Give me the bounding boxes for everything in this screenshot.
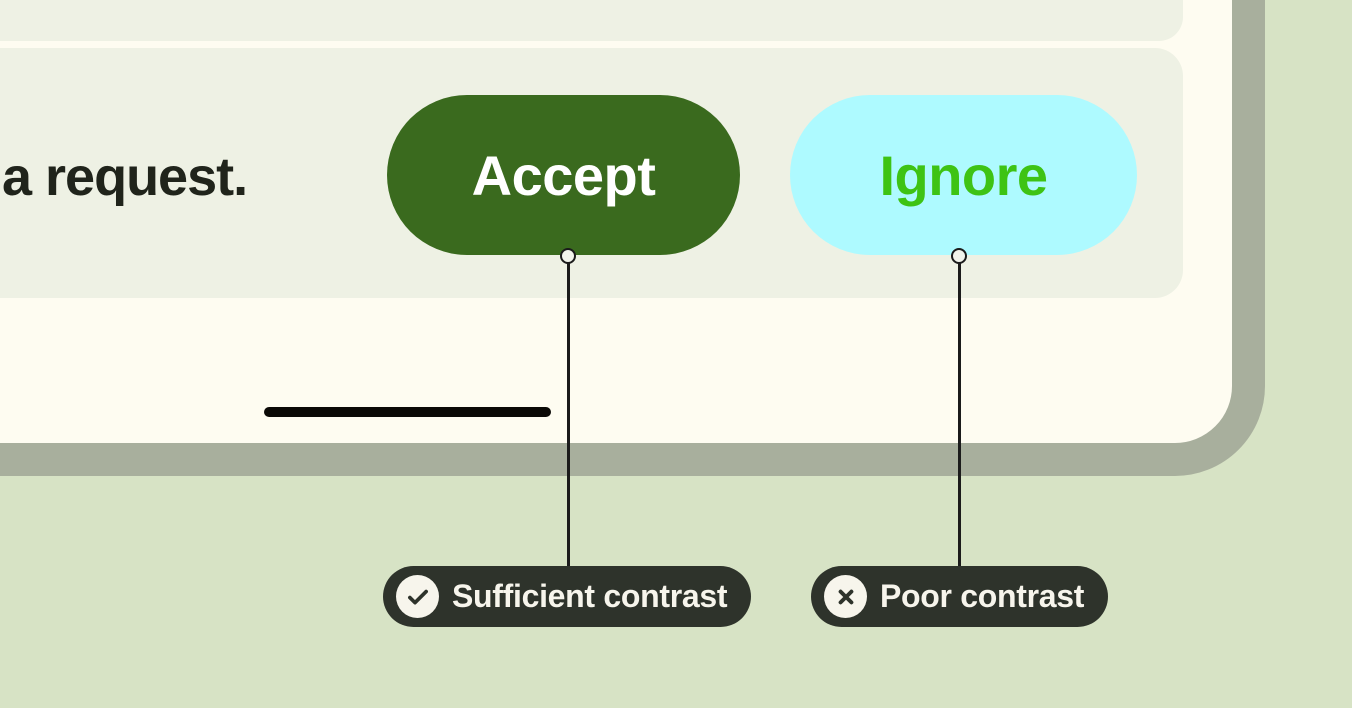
x-icon [824, 575, 867, 618]
accept-button-label: Accept [471, 143, 656, 207]
accept-button[interactable]: Accept [387, 95, 740, 255]
annotation-chip-sufficient: Sufficient contrast [383, 566, 752, 627]
annotation-label: Poor contrast [880, 578, 1085, 614]
home-indicator [264, 407, 551, 417]
check-icon [396, 575, 439, 618]
connector-dot-ignore [951, 248, 967, 264]
annotation-label: Sufficient contrast [452, 578, 728, 614]
connector-line-accept [567, 262, 570, 566]
panel-top [0, 0, 1183, 41]
annotation-chip-poor: Poor contrast [811, 566, 1109, 627]
connector-line-ignore [958, 262, 961, 566]
message-text: a request. [2, 147, 248, 207]
ignore-button-label: Ignore [879, 143, 1048, 207]
ignore-button[interactable]: Ignore [790, 95, 1137, 255]
connector-dot-accept [560, 248, 576, 264]
